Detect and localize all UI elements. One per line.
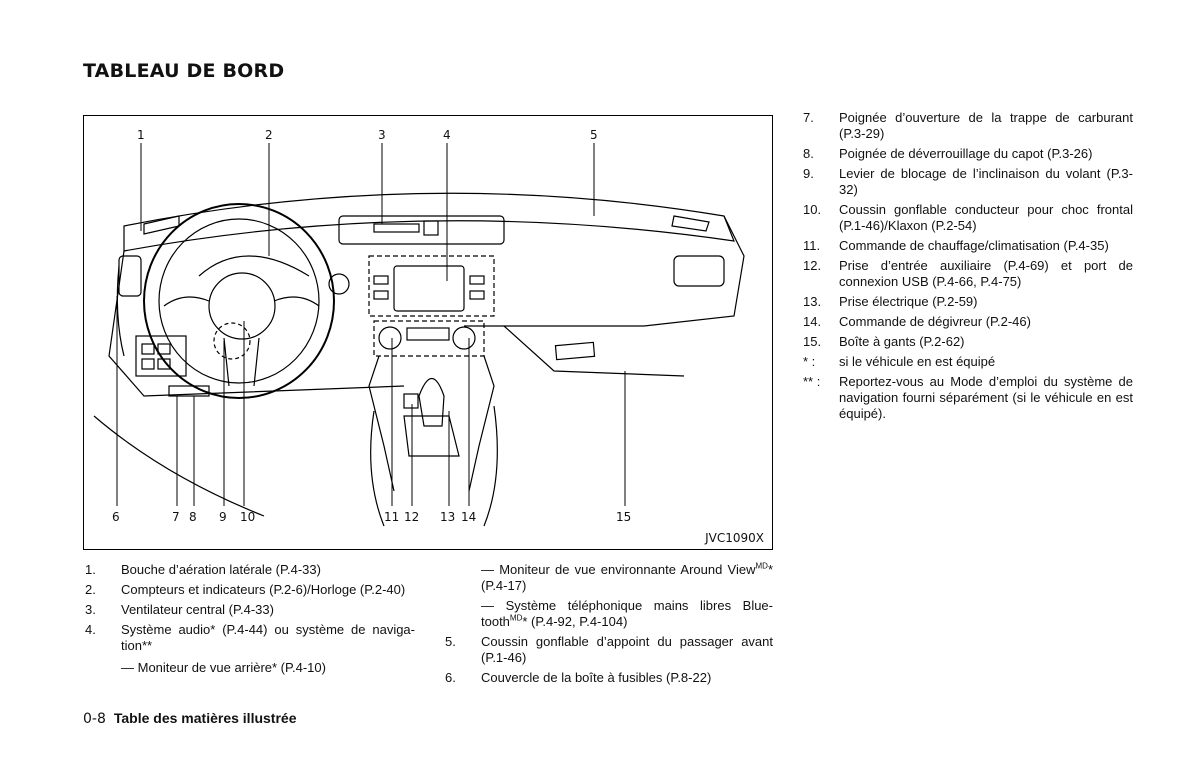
item-number: 9.	[803, 166, 814, 181]
callout-7: 7	[172, 510, 180, 524]
item-number: 11.	[803, 238, 821, 253]
item-number: 7.	[803, 110, 814, 125]
callout-8: 8	[189, 510, 197, 524]
figure-code: JVC1090X	[705, 531, 764, 545]
callout-9: 9	[219, 510, 227, 524]
item-number: 2.	[85, 582, 96, 597]
footnote-item: * : si le véhicule en est équipé	[803, 354, 1133, 370]
footnote-item: ** : Reportez-vous au Mode d’emploi du sy…	[803, 374, 1133, 422]
list-item: 5. Coussin gonflable d’appoint du passage…	[445, 634, 773, 666]
dashboard-drawing	[93, 143, 745, 527]
callout-13: 13	[440, 510, 456, 524]
callout-5: 5	[590, 128, 598, 142]
callout-3: 3	[378, 128, 386, 142]
trademark-sup: MD	[755, 561, 768, 571]
item-number: 12.	[803, 258, 822, 273]
item-number: 14.	[803, 314, 822, 329]
sub-item-text: * (P.4-17)	[481, 562, 773, 593]
callout-6: 6	[112, 510, 120, 524]
item-text: Boîte à gants (P.2-62)	[839, 334, 965, 349]
item-text: Commande de chauffage/climatisation (P.4…	[839, 238, 1109, 253]
list-item: 3. Ventilateur central (P.4-33)	[85, 602, 415, 618]
dashboard-illustration: 1 2 3 4 5 6 7 8 9 10 11 12 13 14 15 JVC1…	[83, 115, 773, 550]
list-item: 2. Compteurs et indicateurs (P.2-6)/Horlo…	[85, 582, 415, 598]
item-text: Ventilateur central (P.4-33)	[121, 602, 274, 617]
item-text: Commande de dégivreur (P.2-46)	[839, 314, 1031, 329]
legend-list-middle: — Moniteur de vue environnante Around Vi…	[445, 562, 773, 690]
section-title: Table des matières illustrée	[113, 710, 297, 726]
list-item: 1. Bouche d’aération latérale (P.4-33)	[85, 562, 415, 578]
sub-item-text: * (P.4-92, P.4-104)	[522, 614, 628, 629]
footnote-marker: * :	[803, 354, 816, 369]
item-text: Prise électrique (P.2-59)	[839, 294, 978, 309]
item-number: 13.	[803, 294, 822, 309]
sub-item-text: — Système téléphonique mains libres Blue…	[481, 598, 773, 629]
callout-10: 10	[240, 510, 256, 524]
item-number: 1.	[85, 562, 96, 577]
item-text: Coussin gonflable d’appoint du passager …	[481, 634, 773, 665]
trademark-sup: MD	[509, 613, 523, 623]
item-number: 8.	[803, 146, 814, 161]
item-text: Système audio* (P.4-44) ou système de na…	[121, 622, 415, 653]
callout-14: 14	[461, 510, 477, 524]
list-item: 4. Système audio* (P.4-44) ou système de …	[85, 622, 415, 654]
list-item: 13. Prise électrique (P.2-59)	[803, 294, 1133, 310]
sub-item: — Moniteur de vue environnante Around Vi…	[481, 562, 773, 594]
list-item: 6. Couvercle de la boîte à fusibles (P.8-…	[445, 670, 773, 686]
list-item: 15. Boîte à gants (P.2-62)	[803, 334, 1133, 350]
callout-4: 4	[443, 128, 451, 142]
list-item: 10. Coussin gonflable conducteur pour cho…	[803, 202, 1133, 234]
item-text: Poignée d’ouverture de la trappe de carb…	[839, 110, 1133, 141]
callout-15: 15	[616, 510, 632, 524]
item-number: 5.	[445, 634, 456, 649]
item-text: Bouche d’aération latérale (P.4-33)	[121, 562, 321, 577]
item-text: Coussin gonflable conducteur pour choc f…	[839, 202, 1133, 233]
footnote-marker: ** :	[803, 374, 821, 389]
list-item: 9. Levier de blocage de l’inclinaison du …	[803, 166, 1133, 198]
footnote-text: si le véhicule en est équipé	[839, 354, 996, 369]
item-text: Compteurs et indicateurs (P.2-6)/Horloge…	[121, 582, 406, 597]
callout-11: 11	[384, 510, 400, 524]
list-item: 12. Prise d’entrée auxiliaire (P.4-69) et…	[803, 258, 1133, 290]
sub-item-text: — Moniteur de vue environnante Around Vi…	[481, 562, 756, 577]
list-item: 7. Poignée d’ouverture de la trappe de ca…	[803, 110, 1133, 142]
callout-2: 2	[265, 128, 273, 142]
item-number: 6.	[445, 670, 456, 685]
item-text: Levier de blocage de l’inclinaison du vo…	[839, 166, 1133, 197]
list-item: 14. Commande de dégivreur (P.2-46)	[803, 314, 1133, 330]
page-footer: 0-8 Table des matières illustrée	[83, 710, 296, 727]
legend-list-left: 1. Bouche d’aération latérale (P.4-33) 2.…	[85, 562, 415, 680]
list-item: 11. Commande de chauffage/climatisation (…	[803, 238, 1133, 254]
list-item: 8. Poignée de déverrouillage du capot (P.…	[803, 146, 1133, 162]
sub-item: — Système téléphonique mains libres Blue…	[481, 598, 773, 630]
item-text: Poignée de déverrouillage du capot (P.3-…	[839, 146, 1093, 161]
sub-item-text: — Moniteur de vue arrière* (P.4-10)	[121, 660, 326, 675]
page-number: 0-8	[83, 711, 106, 727]
callout-1: 1	[137, 128, 145, 142]
item-text: Prise d’entrée auxiliaire (P.4-69) et po…	[839, 258, 1133, 289]
footnote-text: Reportez-vous au Mode d’emploi du systèm…	[839, 374, 1133, 421]
sub-item: — Moniteur de vue arrière* (P.4-10)	[121, 660, 415, 676]
item-number: 4.	[85, 622, 96, 637]
item-number: 3.	[85, 602, 96, 617]
legend-list-right: 7. Poignée d’ouverture de la trappe de ca…	[803, 110, 1133, 426]
page-title: TABLEAU DE BORD	[83, 60, 285, 82]
callout-12: 12	[404, 510, 420, 524]
item-number: 10.	[803, 202, 822, 217]
item-number: 15.	[803, 334, 822, 349]
item-text: Couvercle de la boîte à fusibles (P.8-22…	[481, 670, 712, 685]
